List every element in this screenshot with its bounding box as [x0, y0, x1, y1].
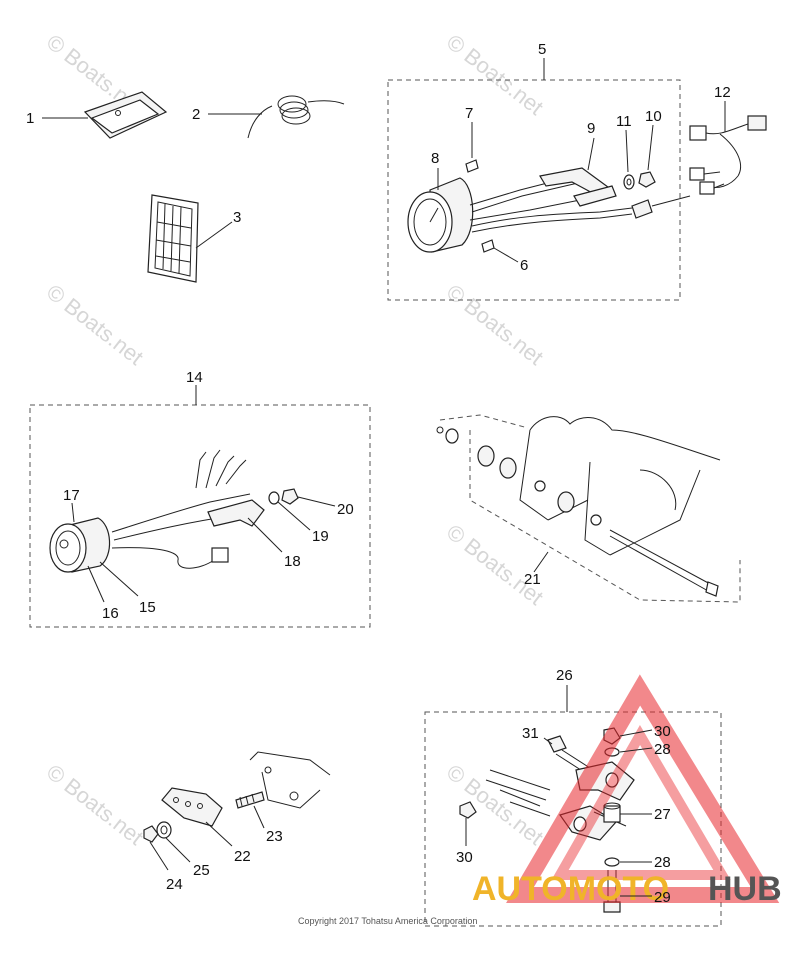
callout-23: 23 — [266, 828, 283, 845]
part-12-harness: 12 — [689, 84, 767, 195]
callout-27: 27 — [654, 806, 671, 823]
assembly-5-tachometer: 5 8 9 11 10 7 6 — [387, 41, 691, 301]
watermark: © Boats.net — [42, 759, 148, 850]
part-2-spring: 2 — [192, 95, 345, 139]
callout-21: 21 — [524, 571, 541, 588]
logo-word-automoto: AUTOMOTO — [472, 870, 669, 908]
assembly-26-callouts: 30 28 27 28 29 30 — [456, 723, 671, 906]
watermark: © Boats.net — [42, 279, 148, 370]
part-21-mount-kit: 21 — [436, 414, 741, 603]
callout-16: 16 — [102, 605, 119, 622]
callout-31: 31 — [522, 725, 539, 742]
callout-18: 18 — [284, 553, 301, 570]
callout-3: 3 — [233, 209, 241, 226]
callout-15: 15 — [139, 599, 156, 616]
callout-30-bottom: 30 — [456, 849, 473, 866]
callout-2: 2 — [192, 106, 200, 123]
callout-26: 26 — [556, 667, 573, 684]
watermark: © Boats.net — [442, 29, 548, 120]
callout-9: 9 — [587, 120, 595, 137]
callout-28-bottom: 28 — [654, 854, 671, 871]
callout-22: 22 — [234, 848, 251, 865]
callout-24: 24 — [166, 876, 183, 893]
part-22-25-bracket: 23 22 25 24 — [143, 751, 331, 893]
callout-10: 10 — [645, 108, 662, 125]
assembly-14-gauge: 14 17 18 19 20 16 15 — [29, 369, 371, 628]
callout-8: 8 — [431, 150, 439, 167]
callout-29: 29 — [654, 889, 671, 906]
callout-14: 14 — [186, 369, 203, 386]
watermark: © Boats.net — [442, 759, 548, 850]
copyright-notice: Copyright 2017 Tohatsu America Corporati… — [298, 916, 477, 926]
callout-25: 25 — [193, 862, 210, 879]
callout-30-top: 30 — [654, 723, 671, 740]
callout-28-top: 28 — [654, 741, 671, 758]
part-3-decal: 3 — [147, 194, 241, 283]
callout-1: 1 — [26, 110, 34, 127]
callout-11: 11 — [616, 113, 632, 130]
callout-5: 5 — [538, 41, 546, 58]
callout-12: 12 — [714, 84, 731, 101]
callout-20: 20 — [337, 501, 354, 518]
automotohub-logo: AUTOMOTO HUB — [472, 674, 782, 908]
callout-17: 17 — [63, 487, 80, 504]
callout-19: 19 — [312, 528, 329, 545]
callout-7: 7 — [465, 105, 473, 122]
watermark: © Boats.net — [442, 279, 548, 370]
watermark: © Boats.net — [442, 519, 548, 610]
part-1-pouch: 1 — [26, 91, 168, 139]
logo-word-hub: HUB — [708, 870, 782, 908]
callout-6: 6 — [520, 257, 528, 274]
